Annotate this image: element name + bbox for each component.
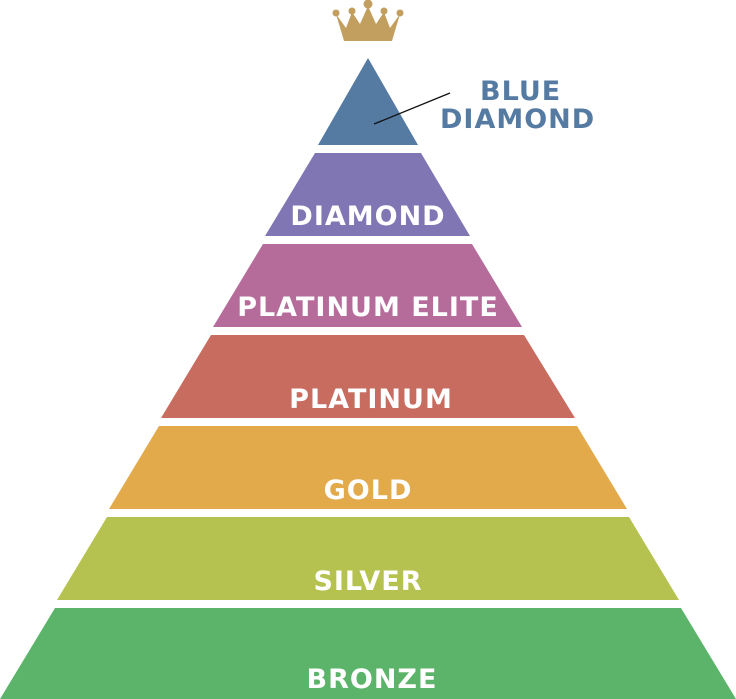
label-platinum-elite: PLATINUM ELITE [237,292,499,323]
tier-silver [57,517,679,600]
tier-gold [109,426,627,509]
label-silver: SILVER [313,566,422,597]
tier-bronze [0,608,736,699]
tier-diamond [265,153,470,236]
label-platinum: PLATINUM [289,384,453,415]
label-diamond: DIAMOND [290,201,445,232]
label-bronze: BRONZE [307,664,438,695]
tier-blue-diamond [318,58,418,145]
callout-line [373,92,451,125]
label-blue: BLUE [480,76,561,107]
label-diamond-line2: DIAMOND [440,104,595,135]
tier-platinum [161,335,575,418]
tier-platinum-elite [213,244,522,327]
crown-icon [332,0,404,41]
label-gold: GOLD [324,475,413,506]
